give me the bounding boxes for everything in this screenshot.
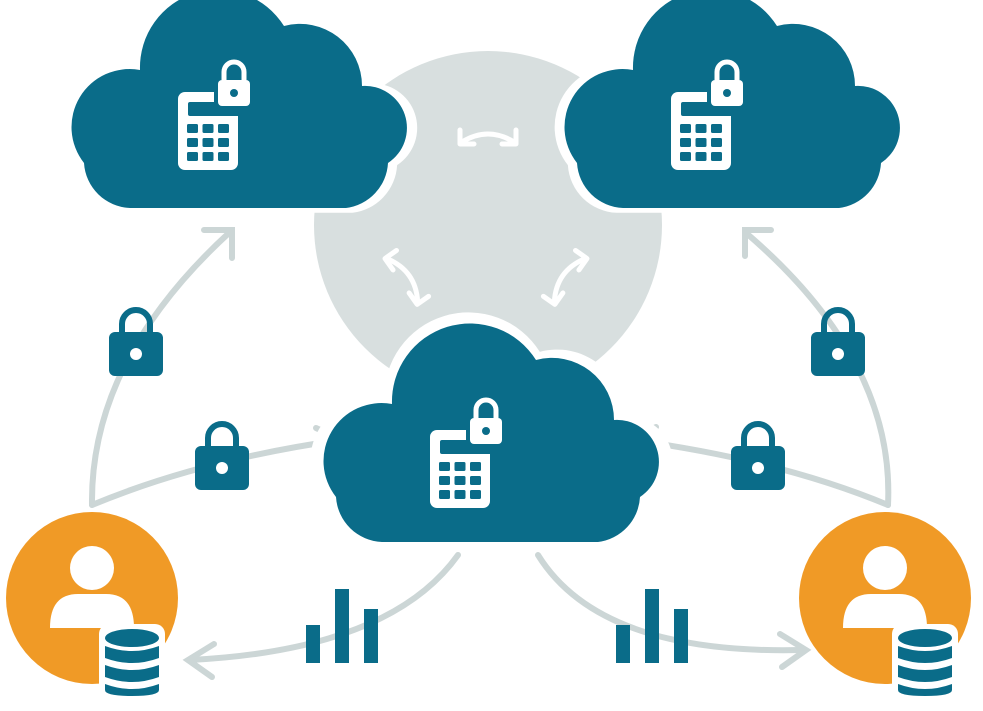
arrowhead-down-left [182, 641, 217, 680]
bar-chart-icon [616, 589, 688, 663]
arrow-down-right [535, 552, 805, 654]
lock-icon [731, 424, 785, 490]
user-right [799, 512, 971, 698]
user-left [6, 512, 178, 698]
arrowhead-down-right [777, 631, 812, 670]
lock-icon [195, 424, 249, 490]
database-icon [99, 624, 165, 698]
arrowhead-right-up [742, 227, 774, 259]
cloud-center [310, 312, 673, 549]
cloud-top-left [61, 0, 418, 213]
arrowhead-left-up [201, 227, 235, 261]
bar-chart-icon [306, 589, 378, 663]
database-icon [892, 624, 958, 698]
lock-icon [811, 310, 865, 376]
cloud-top-right [554, 0, 911, 213]
arrow-down-left [187, 552, 461, 663]
